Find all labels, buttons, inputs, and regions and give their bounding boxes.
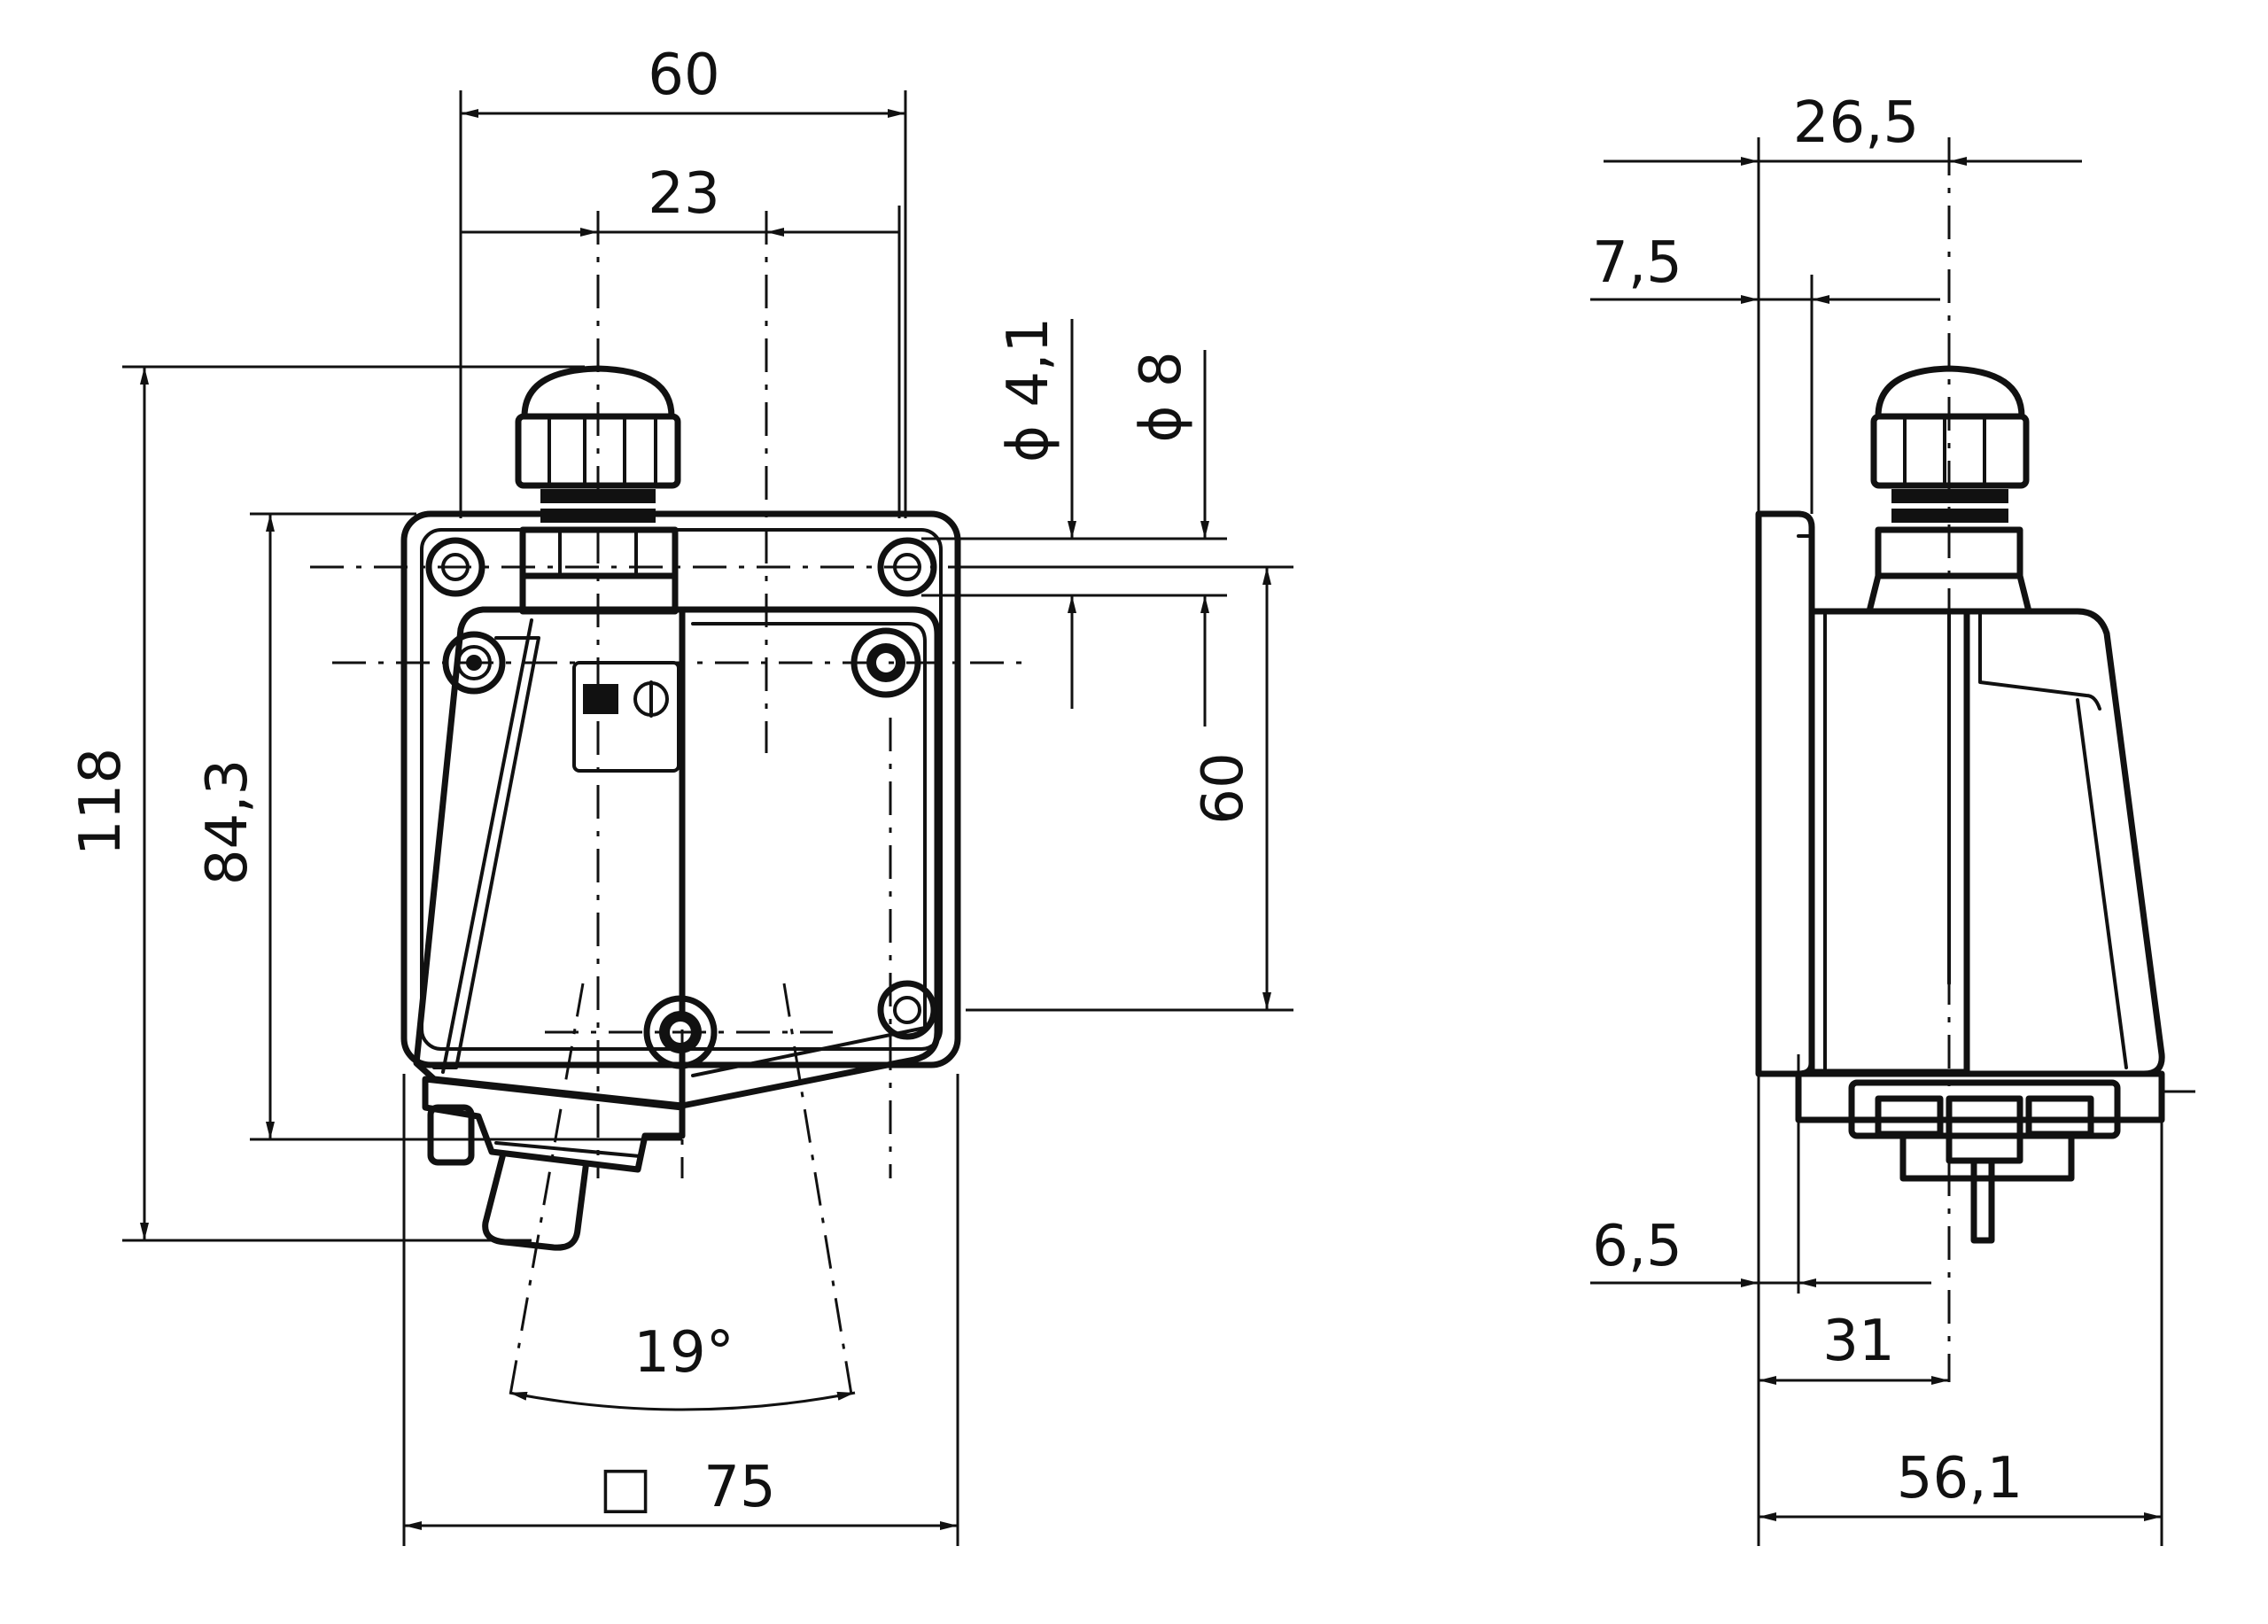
front-view: 60 23 118 84,3 60 ϕ 4,1 ϕ 8 19° □ 75 [68,43,1293,1546]
side-body [1808,608,1970,1076]
dim-center-depth: 31 [1822,1309,1894,1374]
dim-height-body: 84,3 [195,759,260,886]
dim-square-size: 75 [703,1455,775,1520]
side-view: 26,5 7,5 6,5 31 56,1 [1590,90,2197,1546]
mounting-hole-bottom-right [877,980,937,1040]
dim-hole-diameter-small: ϕ 4,1 [996,317,1061,462]
cover-plate [679,606,941,1109]
dim-tilt-angle: 19° [633,1320,734,1386]
mounting-flange [1755,510,1815,1077]
dim-depth-top: 26,5 [1793,90,1920,156]
dim-hole-diameter-large: ϕ 8 [1129,351,1194,442]
side-cover [1963,608,2165,1077]
dim-width-top: 60 [648,43,719,108]
cover-screw-bottom [643,995,718,1069]
logo-box [572,661,680,773]
square-symbol: □ [599,1455,652,1520]
dim-depth-total: 56,1 [1897,1446,2023,1511]
cover-plate-inner [691,622,927,1077]
side-plunger [1795,1070,2165,1244]
dim-bottom-offset: 6,5 [1592,1214,1682,1279]
side-cable-gland [1866,365,2032,615]
dim-height-total: 118 [68,748,134,856]
plunger [422,1076,686,1251]
dim-flange-offset: 7,5 [1592,230,1682,296]
dim-hole-spacing-vertical: 60 [1191,752,1256,824]
dim-hole-spacing-top: 23 [648,161,719,227]
